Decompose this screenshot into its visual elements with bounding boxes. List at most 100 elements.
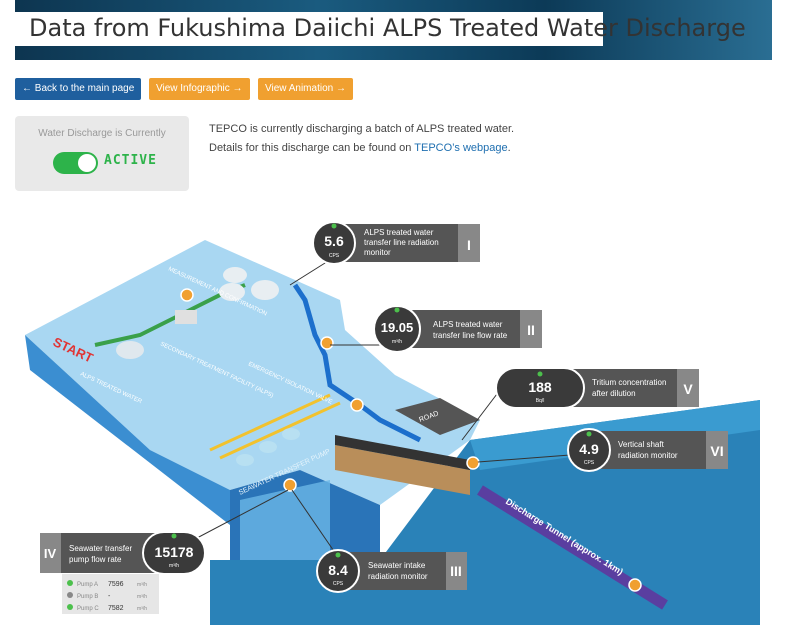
monitor-marker[interactable] — [320, 336, 334, 350]
pump-unit: m³/h — [137, 606, 147, 612]
status-label: Water Discharge is Currently — [38, 128, 166, 139]
monitor-id: I — [467, 237, 471, 253]
discharge-status-card: Water Discharge is Currently ACTIVE — [15, 116, 189, 191]
monitor-id: III — [450, 563, 462, 579]
pump-unit: m³/h — [137, 582, 147, 588]
monitor-desc: transfer line flow rate — [433, 331, 508, 340]
monitor-value-circle — [567, 428, 611, 472]
monitor-id: V — [683, 381, 693, 397]
monitor-value: 4.9 — [579, 441, 599, 457]
toggle-knob — [78, 154, 96, 172]
pump-value: 7596 — [108, 581, 124, 588]
monitor-card — [40, 533, 170, 573]
tank-3 — [219, 283, 245, 301]
monitor-desc: ALPS treated water — [364, 228, 434, 237]
monitor-IV[interactable]: 15178 m³/h Seawater transfer pump flow r… — [40, 531, 206, 575]
monitor-card — [345, 552, 467, 590]
monitor-id-tab — [40, 533, 61, 573]
leader-line — [291, 489, 341, 561]
monitor-marker[interactable] — [466, 456, 480, 470]
monitor-desc: Seawater transfer — [69, 544, 132, 553]
pump-name: Pump B — [77, 594, 98, 600]
monitor-unit: CPS — [584, 460, 595, 466]
monitor-desc: radiation monitor — [368, 572, 428, 581]
title-box — [15, 12, 603, 46]
monitor-id-tab — [446, 552, 467, 590]
monitor-id: IV — [44, 546, 57, 561]
status-toggle[interactable] — [53, 152, 98, 174]
monitor-marker[interactable] — [283, 478, 297, 492]
pump-name: Pump A — [77, 582, 98, 588]
status-dot — [335, 552, 341, 558]
pump-tank-2 — [259, 441, 277, 453]
monitor-value-circle — [373, 305, 421, 353]
pump-table-bg — [62, 574, 159, 614]
header-banner: Data from Fukushima Daiichi ALPS Treated… — [15, 0, 772, 60]
pump-row: Pump A 7596 m³/h — [67, 580, 147, 588]
status-dot — [537, 371, 543, 377]
info-line-1: TEPCO is currently discharging a batch o… — [209, 123, 515, 135]
monitor-id-tab — [458, 224, 480, 262]
monitor-desc: ALPS treated water — [433, 320, 503, 329]
tank-2 — [251, 280, 279, 300]
status-state: ACTIVE — [104, 153, 157, 168]
info-line-2: Details for this discharge can be found … — [209, 139, 514, 158]
pump-row: Pump C 7582 m³/h — [67, 604, 147, 612]
pump-table: Pump A 7596 m³/h Pump B - m³/h Pump C 75… — [62, 574, 159, 614]
monitor-id: II — [527, 322, 535, 338]
status-dot — [171, 533, 177, 539]
status-dot — [394, 307, 400, 313]
pump-tank-3 — [282, 428, 300, 440]
pump-value: 7582 — [108, 605, 124, 612]
pump-status-dot — [67, 580, 73, 586]
earth-layer — [335, 445, 470, 495]
monitor-marker[interactable] — [628, 578, 642, 592]
monitor-id-tab — [677, 369, 699, 407]
monitor-desc: pump flow rate — [69, 555, 122, 564]
monitor-desc: transfer line radiation — [364, 238, 439, 247]
monitor-value: 5.6 — [324, 233, 344, 249]
secondary-building — [175, 310, 197, 324]
monitor-id-tab — [706, 431, 728, 469]
monitor-desc: radiation monitor — [618, 451, 678, 460]
land-top — [25, 240, 480, 505]
monitor-desc: Seawater intake — [368, 561, 426, 570]
monitor-desc: Tritium concentration — [592, 378, 666, 387]
monitor-value-circle — [312, 221, 356, 265]
monitor-desc: after dilution — [592, 389, 636, 398]
monitor-III[interactable]: 8.4 CPS Seawater intake radiation monito… — [316, 549, 467, 593]
yellow-pipe-1 — [209, 393, 331, 452]
monitor-II[interactable]: 19.05 m³/h ALPS treated water transfer l… — [373, 305, 542, 353]
monitor-marker[interactable] — [180, 288, 194, 302]
discharge-info: TEPCO is currently discharging a batch o… — [209, 120, 514, 158]
view-infographic-button[interactable]: View Infographic → — [149, 78, 250, 100]
monitor-desc: monitor — [364, 248, 391, 257]
back-to-main-button[interactable]: ← Back to the main page — [15, 78, 142, 100]
view-animation-button[interactable]: View Animation → — [258, 78, 353, 100]
monitor-card — [340, 224, 480, 262]
page-title: Data from Fukushima Daiichi ALPS Treated… — [29, 14, 746, 42]
pump-name: Pump C — [77, 606, 99, 612]
leader-line — [477, 454, 571, 463]
monitor-VI[interactable]: 4.9 CPS Vertical shaft radiation monitor… — [567, 428, 728, 472]
info-line-2-suffix: . — [507, 142, 511, 154]
monitor-unit: CPS — [329, 253, 340, 259]
pump-status-dot — [67, 592, 73, 598]
earth-layer-dark — [335, 435, 470, 470]
monitor-card — [410, 310, 542, 348]
pump-tank-1 — [236, 454, 254, 466]
tepco-webpage-link[interactable]: TEPCO’s webpage — [414, 142, 508, 154]
monitor-I[interactable]: 5.6 CPS ALPS treated water transfer line… — [312, 221, 480, 265]
pump-unit: m³/h — [137, 594, 147, 600]
pump-status-dot — [67, 604, 73, 610]
tank-1 — [223, 267, 247, 283]
monitor-unit: Bq/l — [536, 398, 545, 404]
monitor-card — [595, 431, 728, 469]
blue-pipe — [292, 283, 422, 443]
monitor-desc: Vertical shaft — [618, 440, 665, 449]
monitor-value: 15178 — [155, 544, 194, 560]
tunnel-box — [240, 480, 330, 560]
monitor-card — [555, 369, 699, 407]
monitor-V[interactable]: 188 Bq/l Tritium concentration after dil… — [495, 367, 699, 409]
monitor-marker[interactable] — [350, 398, 364, 412]
